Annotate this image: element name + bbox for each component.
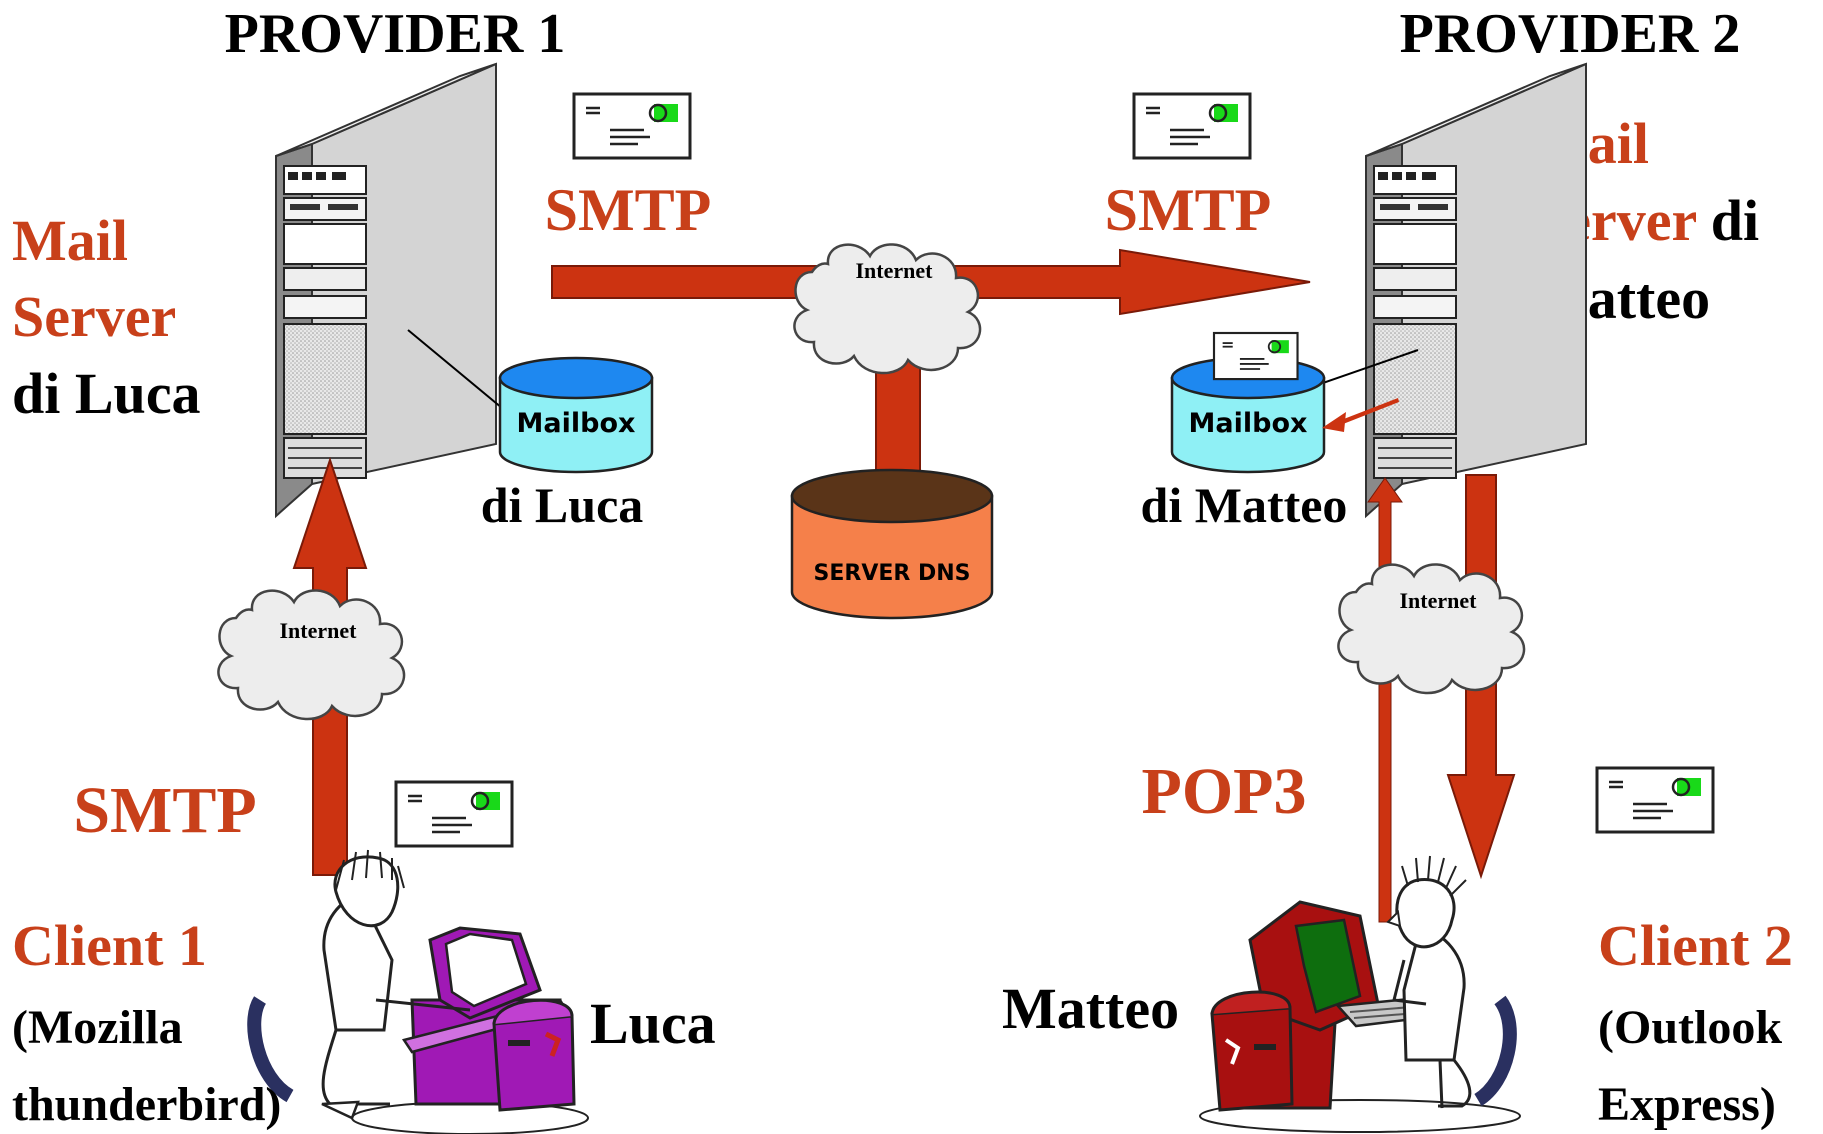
client2-line3: Express) — [1598, 1078, 1776, 1131]
mailbox-store-arrow-head — [1322, 412, 1346, 432]
envelope-top-left-icon — [572, 92, 692, 160]
envelope-bottom-right-icon — [1595, 766, 1715, 834]
smtp-label-top-right: SMTP — [1105, 177, 1272, 243]
user-luca-label: Luca — [590, 991, 716, 1056]
mailbox-matteo-caption: di Matteo — [1141, 477, 1348, 533]
internet-cloud-right: Internet — [1337, 563, 1526, 695]
mail-server-luca-line3: di Luca — [12, 361, 201, 426]
svg-text:Internet: Internet — [856, 258, 934, 283]
client1-title: Client 1 — [12, 913, 207, 978]
client1-line2: (Mozilla — [12, 1001, 183, 1054]
internet-cloud-left: Internet — [217, 589, 406, 721]
mailbox-luca-caption: di Luca — [481, 477, 644, 533]
mail-server-luca-line2: Server — [12, 284, 176, 349]
client2-title: Client 2 — [1598, 913, 1793, 978]
envelope-in-mailbox-icon — [1212, 331, 1299, 381]
mailbox-matteo-label: Mailbox — [1189, 408, 1308, 439]
mail-server-luca-icon — [275, 63, 497, 517]
internet-cloud-top: Internet — [793, 243, 982, 375]
pop3-label: POP3 — [1142, 755, 1307, 828]
svg-text:Internet: Internet — [280, 618, 358, 643]
smtp-label-top-left: SMTP — [545, 177, 712, 243]
provider1-label: PROVIDER 1 — [225, 3, 566, 65]
client2-computer-illustration — [1199, 855, 1521, 1133]
luca-mailbox-connector — [407, 329, 503, 409]
client1-computer-illustration — [247, 849, 589, 1134]
mail-server-matteo-icon — [1365, 63, 1587, 517]
pop3-arrow — [1367, 477, 1403, 923]
mail-server-luca-line1: Mail — [12, 208, 128, 273]
provider2-label: PROVIDER 2 — [1400, 3, 1741, 65]
server-dns-label: SERVER DNS — [814, 561, 971, 586]
client1-line3: thunderbird) — [12, 1078, 281, 1131]
mailbox-luca-label: Mailbox — [517, 408, 636, 439]
server-dns-cylinder: SERVER DNS — [790, 468, 994, 620]
mailbox-luca-cylinder: Mailbox — [498, 356, 654, 474]
matteo-mailbox-connector — [1319, 349, 1419, 385]
svg-text:Internet: Internet — [1400, 588, 1478, 613]
smtp-label-bottom: SMTP — [73, 774, 256, 847]
user-matteo-label: Matteo — [1002, 976, 1179, 1041]
client2-line2: (Outlook — [1598, 1001, 1782, 1054]
envelope-top-right-icon — [1132, 92, 1252, 160]
envelope-bottom-left-icon — [394, 780, 514, 848]
mailbox-store-arrow-shaft — [1336, 398, 1399, 426]
